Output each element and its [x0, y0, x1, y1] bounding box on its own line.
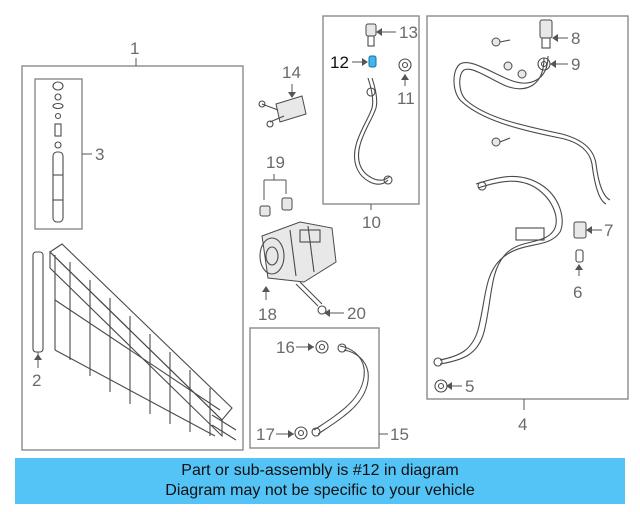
callout-12[interactable]: 12: [330, 53, 349, 72]
compressor: [259, 221, 337, 283]
condenser-core: [49, 243, 237, 441]
suction-hose-box: [249, 327, 380, 449]
callout-4[interactable]: 4: [518, 415, 527, 434]
o-ring-16: [315, 340, 329, 354]
callout-5[interactable]: 5: [465, 377, 474, 396]
callout-14[interactable]: 14: [282, 63, 301, 82]
callout-19[interactable]: 19: [266, 153, 285, 172]
callout-1[interactable]: 1: [130, 39, 139, 58]
parts-diagram: 1 3 2 14: [21, 15, 629, 451]
info-banner: Part or sub-assembly is #12 in diagram D…: [15, 458, 625, 504]
callout-10[interactable]: 10: [362, 213, 381, 232]
bolt-pair: [259, 197, 293, 217]
callout-7[interactable]: 7: [604, 221, 613, 240]
banner-line-2: Diagram may not be specific to your vehi…: [165, 482, 475, 499]
callout-13[interactable]: 13: [399, 23, 418, 42]
bracket-part: [258, 95, 307, 128]
callout-20[interactable]: 20: [347, 304, 366, 323]
line-fittings: [491, 37, 527, 147]
callout-3[interactable]: 3: [95, 145, 104, 164]
condenser-box: [21, 65, 244, 451]
callout-8[interactable]: 8: [571, 29, 580, 48]
o-ring-17: [294, 426, 308, 440]
callout-18[interactable]: 18: [258, 305, 277, 324]
valve-core: [365, 23, 377, 47]
expansion-valve: [573, 221, 587, 239]
o-ring-5: [434, 379, 448, 393]
side-rail: [32, 251, 44, 353]
long-bolt: [295, 281, 327, 315]
high-pressure-line: [453, 55, 607, 205]
callout-15[interactable]: 15: [390, 425, 409, 444]
drier-kit-box: [34, 78, 83, 230]
o-ring-11: [398, 58, 412, 72]
receiver-drier: [52, 81, 64, 223]
suction-hose: [313, 345, 365, 431]
cap-6: [575, 249, 584, 263]
pressure-sensor: [539, 19, 553, 49]
callout-16[interactable]: 16: [276, 338, 295, 357]
callout-2[interactable]: 2: [32, 371, 41, 390]
ac-lines-box: [426, 15, 629, 400]
liquid-line: [439, 175, 563, 361]
callout-9[interactable]: 9: [571, 55, 580, 74]
callout-6[interactable]: 6: [573, 283, 582, 302]
banner-line-1: Part or sub-assembly is #12 in diagram: [181, 462, 459, 479]
ac-hose: [353, 77, 389, 185]
highlighted-cap-part[interactable]: [368, 55, 377, 68]
callout-17[interactable]: 17: [256, 425, 275, 444]
callout-11[interactable]: 11: [397, 89, 415, 108]
